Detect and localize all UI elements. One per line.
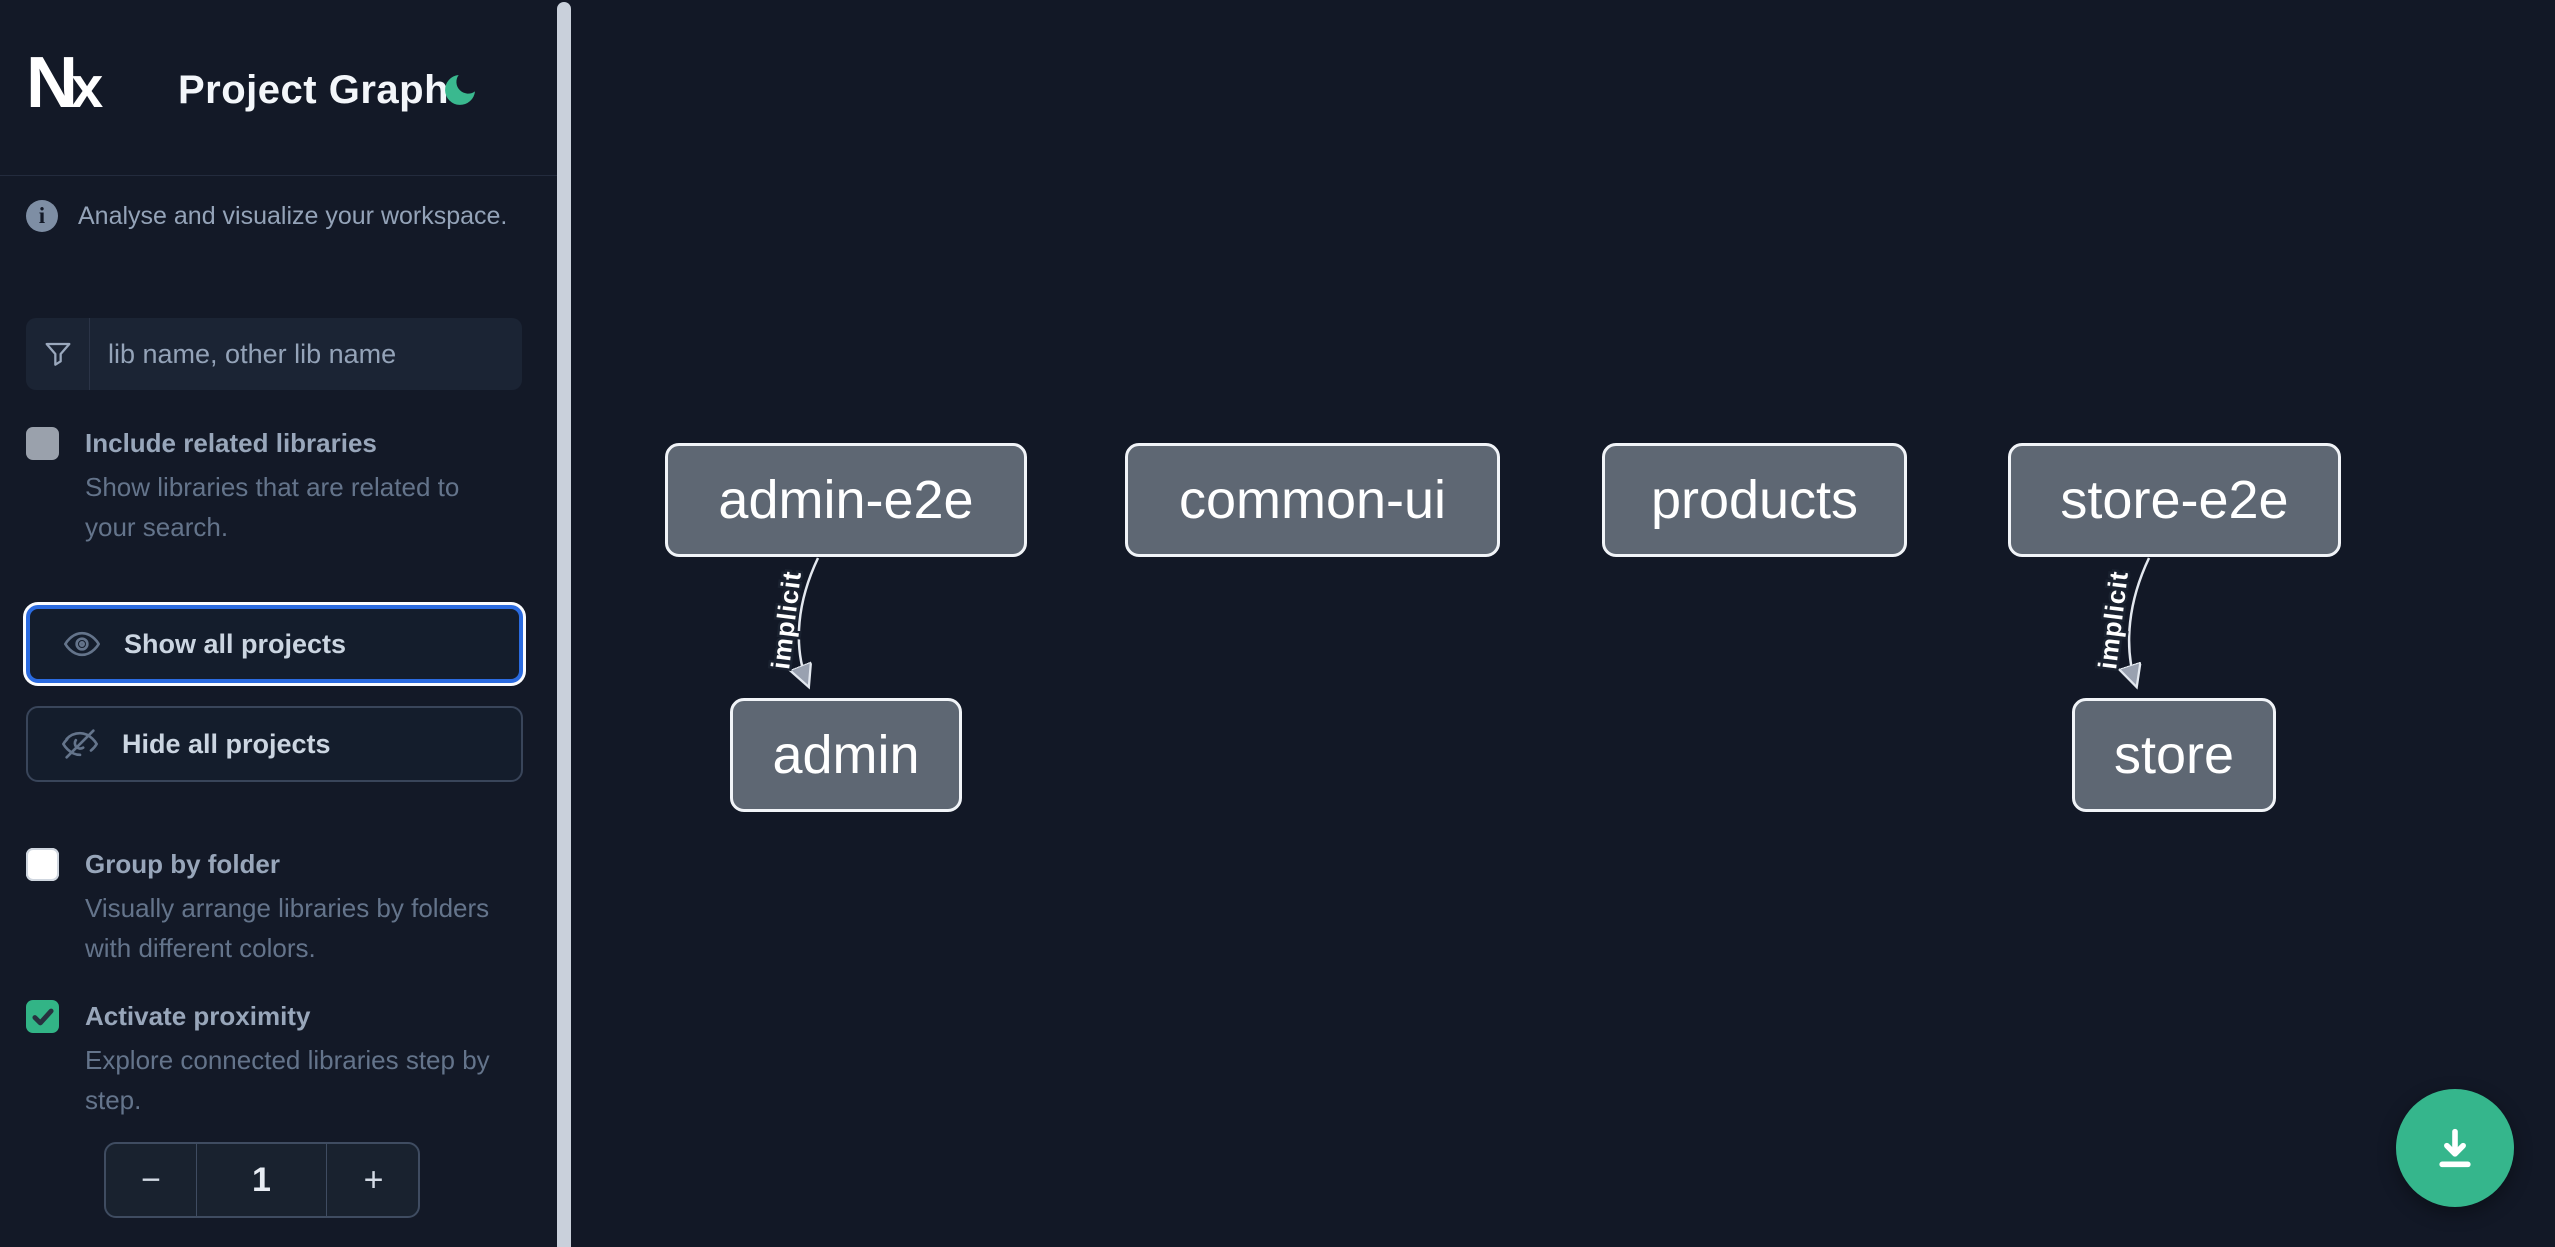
hide-all-projects-button[interactable]: Hide all projects: [26, 706, 523, 782]
stepper-value[interactable]: 1: [196, 1144, 326, 1216]
nx-logo: Nx: [26, 43, 103, 123]
show-all-projects-button[interactable]: Show all projects: [26, 605, 523, 683]
filter-search-input[interactable]: [90, 318, 522, 390]
activate-proximity-checkbox[interactable]: [26, 1000, 59, 1033]
eye-slash-icon: [60, 724, 100, 764]
graph-edges: implicit implicit: [763, 557, 2151, 1247]
node-label: products: [1650, 470, 1859, 530]
intro-text: Analyse and visualize your workspace.: [78, 201, 508, 230]
node-products[interactable]: products: [1602, 443, 1907, 557]
download-icon: [2427, 1120, 2483, 1176]
download-image-button[interactable]: [2396, 1089, 2514, 1207]
hide-all-projects-label: Hide all projects: [122, 728, 331, 759]
info-icon: i: [26, 200, 58, 232]
sidebar-scrollbar[interactable]: [557, 2, 571, 1247]
theme-toggle-moon-icon[interactable]: [440, 70, 480, 110]
node-label: admin-e2e: [718, 470, 974, 530]
activate-proximity-label[interactable]: Activate proximity: [85, 1001, 311, 1031]
stepper-decrement-button[interactable]: −: [141, 1160, 161, 1199]
node-label: common-ui: [1178, 470, 1447, 530]
edge-admin-e2e-admin[interactable]: implicit: [763, 557, 820, 685]
intro-row: i Analyse and visualize your workspace.: [26, 200, 531, 232]
group-by-folder-checkbox[interactable]: [26, 848, 59, 881]
node-store[interactable]: store: [2072, 698, 2276, 812]
group-by-folder-label[interactable]: Group by folder: [85, 849, 280, 879]
include-related-checkbox[interactable]: [26, 427, 59, 460]
eye-icon: [62, 624, 102, 664]
node-label: admin: [772, 725, 920, 785]
sidebar: Nx Project Graph i Analyse and visualize…: [0, 0, 557, 1247]
proximity-stepper: − 1 +: [104, 1142, 420, 1218]
node-common-ui[interactable]: common-ui: [1125, 443, 1500, 557]
sidebar-header: Nx Project Graph: [0, 0, 557, 176]
activate-proximity-description: Explore connected libraries step by step…: [85, 1045, 490, 1115]
edge-label: implicit: [2092, 569, 2134, 671]
funnel-icon: [26, 318, 90, 390]
node-admin[interactable]: admin: [730, 698, 962, 812]
include-related-description: Show libraries that are related to your …: [85, 472, 460, 542]
show-all-projects-label: Show all projects: [124, 628, 347, 659]
node-store-e2e[interactable]: store-e2e: [2008, 443, 2341, 557]
option-group-by-folder: Group by folder Visually arrange librari…: [26, 848, 526, 968]
node-label: store-e2e: [2060, 470, 2289, 530]
option-activate-proximity: Activate proximity Explore connected lib…: [26, 1000, 526, 1120]
graph-canvas[interactable]: implicit implicit admin-e2e common-ui pr…: [571, 0, 2555, 1247]
stepper-increment-button[interactable]: +: [326, 1144, 420, 1216]
filter-search-box: [26, 318, 522, 390]
page-title: Project Graph: [178, 68, 450, 112]
node-admin-e2e[interactable]: admin-e2e: [665, 443, 1027, 557]
edge-store-e2e-store[interactable]: implicit: [2090, 557, 2151, 685]
option-include-related: Include related libraries Show libraries…: [26, 427, 526, 547]
group-by-folder-description: Visually arrange libraries by folders wi…: [85, 893, 490, 963]
node-label: store: [2113, 725, 2235, 785]
include-related-label[interactable]: Include related libraries: [85, 428, 377, 458]
